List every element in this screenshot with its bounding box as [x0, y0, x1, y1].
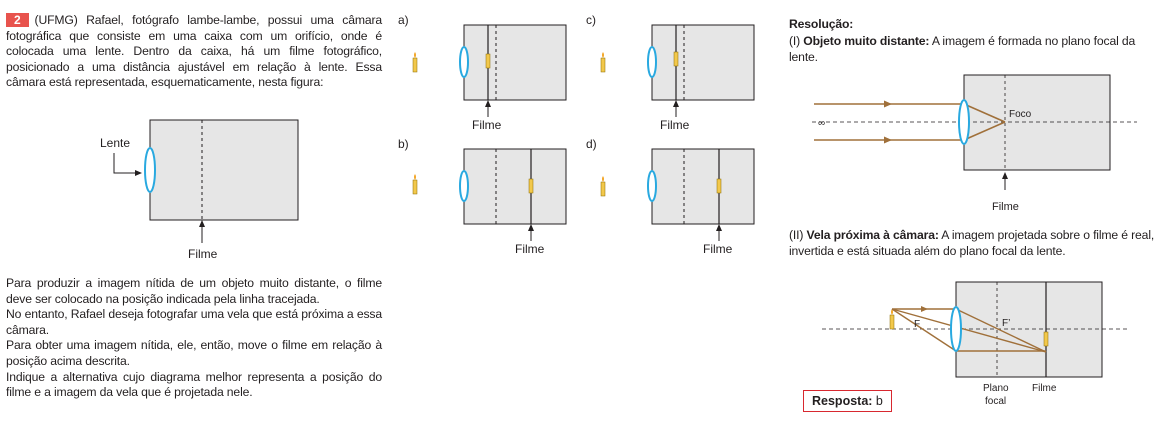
option-b-diagram: Filme — [412, 148, 567, 256]
film-pointer-arrow — [199, 220, 205, 227]
paragraph-4: Indique a alternativa cujo diagrama melh… — [6, 369, 382, 400]
question-number-badge: 2 — [6, 13, 29, 27]
candle-icon — [889, 314, 895, 330]
candle-icon — [412, 57, 418, 73]
resolution-title: Resolução: — [789, 17, 854, 31]
paragraph-3: Para obter uma imagem nítida, ele, então… — [6, 338, 382, 368]
candle-icon — [412, 179, 418, 195]
answer-heading: Resposta: — [812, 394, 873, 408]
film-label: Filme — [1032, 383, 1057, 394]
question-body: Para produzir a imagem nítida de um obje… — [6, 276, 382, 401]
f-right-label: F’ — [1002, 318, 1010, 329]
resolution-part-1: (I) Objeto muito distante: A imagem é fo… — [789, 34, 1136, 64]
answer-value: b — [872, 394, 883, 408]
lens-label: Lente — [100, 136, 130, 150]
paragraph-1: Para produzir a imagem nítida de um obje… — [6, 276, 382, 306]
distant-object-diagram: ∞ Foco Filme — [812, 74, 1137, 213]
film-label: Filme — [703, 242, 733, 256]
film-label: Filme — [188, 247, 218, 261]
infinity-label: ∞ — [818, 118, 825, 129]
lens-icon — [958, 99, 970, 145]
film-label: Filme — [660, 118, 690, 132]
near-candle-diagram: F F’ Plano focal Filme — [822, 281, 1128, 407]
candle-icon — [600, 57, 606, 73]
question-intro: 2(UFMG) Rafael, fotógrafo lambe-lambe, p… — [6, 13, 382, 91]
resolution-part-2: (II) Vela próxima à câmara: A imagem pro… — [789, 228, 1155, 258]
f-left-label: F — [914, 319, 920, 330]
lens-icon — [144, 147, 156, 193]
candle-image — [716, 178, 722, 194]
film-label: Filme — [515, 242, 545, 256]
lens-icon — [459, 170, 469, 202]
option-b-letter: b) — [398, 137, 409, 151]
camera-box — [149, 119, 299, 221]
answer-box: Resposta: b — [803, 390, 892, 412]
lens-icon — [647, 170, 657, 202]
option-a-letter: a) — [398, 13, 409, 27]
option-c-diagram: Filme — [600, 24, 755, 132]
candle-image — [485, 53, 491, 69]
candle-image — [1043, 331, 1049, 347]
question-intro-text: (UFMG) Rafael, fotógrafo lambe-lambe, po… — [6, 13, 382, 90]
part-1-heading: Objeto muito distante: — [803, 34, 930, 48]
candle-image — [528, 178, 534, 194]
lens-icon — [950, 306, 962, 352]
lens-pointer — [113, 153, 136, 174]
camera-figure: Lente Filme — [100, 119, 299, 261]
lens-pointer-arrow — [135, 170, 142, 176]
part-2-heading: Vela próxima à câmara: — [806, 228, 939, 242]
plano-label: Plano — [983, 383, 1009, 394]
option-d-letter: d) — [586, 137, 597, 151]
film-label: Filme — [472, 118, 502, 132]
option-a-diagram: Filme — [412, 24, 567, 132]
candle-icon — [600, 181, 606, 197]
paragraph-2: No entanto, Rafael deseja fotografar uma… — [6, 307, 382, 337]
film-label: Filme — [992, 201, 1019, 213]
candle-image — [673, 51, 679, 67]
option-c-letter: c) — [586, 13, 596, 27]
lens-icon — [647, 46, 657, 78]
focus-label: Foco — [1009, 109, 1032, 120]
lens-icon — [459, 46, 469, 78]
focal-label: focal — [985, 396, 1006, 407]
option-d-diagram: Filme — [600, 148, 755, 256]
